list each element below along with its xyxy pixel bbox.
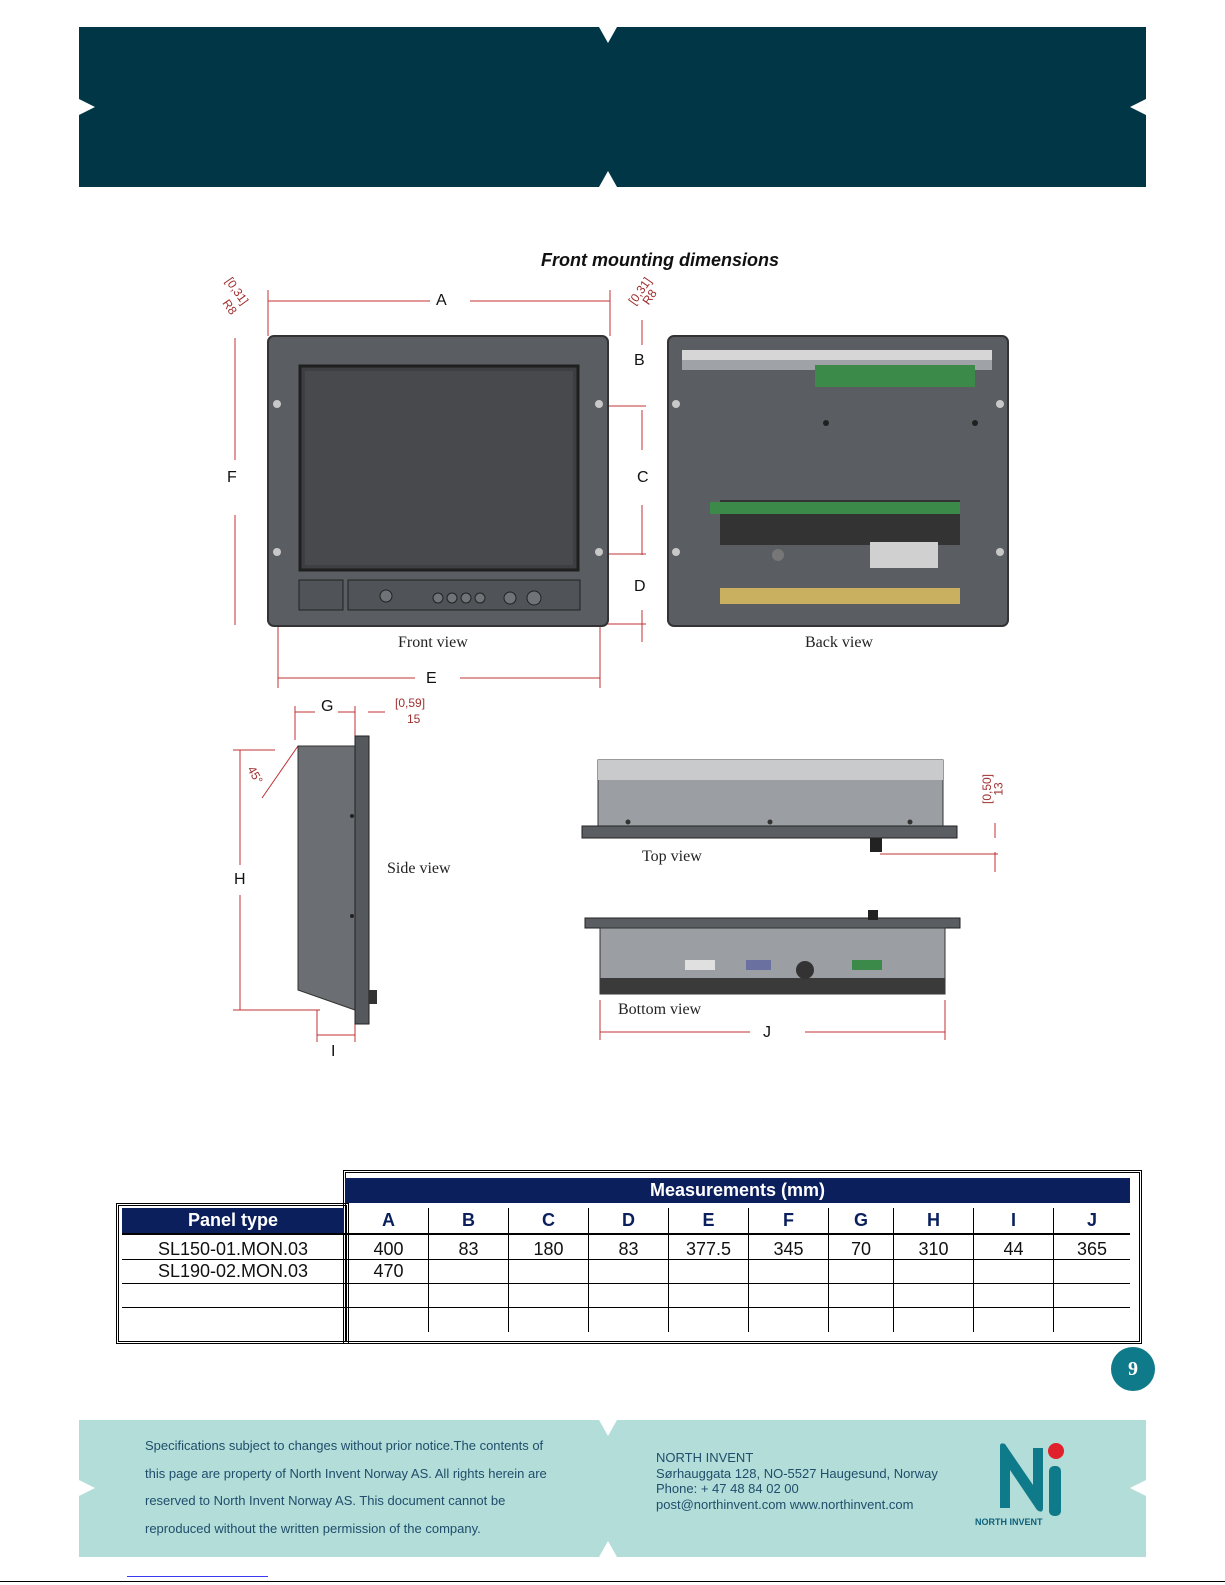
- footer-notice-line: reserved to North Invent Norway AS. This…: [145, 1493, 506, 1508]
- section-title: Front mounting dimensions: [541, 250, 779, 270]
- technical-drawing: A B C D E F G H I J [0,31] R8 [0,31] R8 …: [70, 270, 1155, 1090]
- dimension-b-label: B: [634, 352, 645, 369]
- dimension-c-label: C: [637, 469, 649, 486]
- column-header-i: I: [1010, 1210, 1016, 1230]
- measurements-title: Measurements (mm): [345, 1178, 1130, 1203]
- value-cell: 310: [918, 1239, 949, 1259]
- panel-frame: [116, 1203, 349, 1344]
- dimension-g-label: G: [321, 698, 334, 715]
- front-view-label: Front view: [398, 634, 468, 651]
- contact-address: Sørhauggata 128, NO-5527 Haugesund, Norw…: [656, 1466, 938, 1481]
- back-view-drawing: [667, 335, 1009, 627]
- value-cell: 83: [458, 1239, 479, 1259]
- dimension-d-label: D: [634, 578, 646, 595]
- side-view-label: Side view: [387, 860, 451, 877]
- column-header-b: B: [462, 1210, 475, 1230]
- footer-notice-line: this page are property of North Invent N…: [145, 1466, 547, 1481]
- logo-mark-icon: [1000, 1443, 1064, 1516]
- dimension-i-label: I: [331, 1043, 336, 1060]
- dimension-h-label: H: [234, 871, 246, 888]
- value-cell: 83: [618, 1239, 639, 1259]
- side-view-drawing: [297, 735, 377, 1025]
- table-grid-line: [122, 1259, 1130, 1260]
- top-view-label: Top view: [642, 848, 702, 865]
- contact-phone: Phone: + 47 48 84 02 00: [656, 1481, 799, 1496]
- header-banner: [79, 27, 1146, 187]
- north-invent-logo: [995, 1440, 1075, 1520]
- header-notch-top: [599, 27, 617, 43]
- value-cell: 345: [773, 1239, 804, 1259]
- table-grid-line: [588, 1208, 589, 1332]
- panel-type-header: Panel type: [122, 1208, 344, 1233]
- footer-notch-top: [599, 1420, 617, 1436]
- footer-notch-bottom: [599, 1541, 617, 1557]
- column-header-j: J: [1086, 1210, 1097, 1230]
- bottom-rule: [0, 1581, 1225, 1582]
- table-grid-line: [122, 1307, 1130, 1308]
- value-cell: 470: [373, 1261, 404, 1281]
- value-cell: 180: [533, 1239, 564, 1259]
- footer-notch-left: [79, 1480, 95, 1496]
- value-cell: 400: [373, 1239, 404, 1259]
- front-view-drawing: [267, 335, 609, 627]
- column-header-d: D: [622, 1210, 635, 1230]
- dimension-e-label: E: [426, 670, 437, 687]
- bottom-view-label: Bottom view: [618, 1001, 702, 1018]
- top-view-drawing: [581, 759, 958, 852]
- table-grid-line: [748, 1208, 749, 1332]
- table-grid-line: [122, 1283, 1130, 1284]
- column-header-h: H: [927, 1210, 940, 1230]
- top-offset-mm: 13: [991, 782, 1006, 796]
- column-header-f: F: [783, 1210, 794, 1230]
- dimension-f-label: F: [227, 469, 237, 486]
- measurements-frame: [343, 1170, 1142, 1344]
- column-header-e: E: [702, 1210, 715, 1230]
- footer-banner: [79, 1420, 1146, 1557]
- dimension-a-label: A: [436, 292, 447, 309]
- brand-label: NORTH INVENT: [975, 1517, 1043, 1527]
- table-grid-line: [508, 1208, 509, 1332]
- table-grid-line: [668, 1208, 669, 1332]
- value-cell: 70: [850, 1239, 872, 1259]
- dimension-j-label: J: [763, 1024, 771, 1041]
- side-depth-mm: 15: [407, 712, 421, 726]
- value-cell: 377.5: [685, 1239, 732, 1259]
- table-grid-line: [1053, 1208, 1054, 1332]
- column-header-g: G: [853, 1210, 868, 1230]
- table-grid-line: [122, 1233, 1130, 1235]
- contact-company: NORTH INVENT: [656, 1450, 754, 1465]
- table-grid-line: [428, 1208, 429, 1332]
- header-notch-bottom: [599, 171, 617, 187]
- bottom-view-drawing: [584, 910, 961, 995]
- column-header-c: C: [542, 1210, 555, 1230]
- footer-notch-right: [1130, 1480, 1146, 1496]
- column-header-a: A: [382, 1210, 395, 1230]
- side-depth-inch: [0,59]: [395, 696, 426, 710]
- footer-notice-line: reproduced without the written permissio…: [145, 1521, 481, 1536]
- footer-notice-line: Specifications subject to changes withou…: [145, 1438, 544, 1453]
- value-cell: 365: [1076, 1239, 1108, 1259]
- value-cell: 44: [1003, 1239, 1024, 1259]
- header-notch-left: [79, 99, 95, 115]
- panel-cell: SL190-02.MON.03: [157, 1261, 309, 1281]
- contact-web: post@northinvent.com www.northinvent.com: [656, 1497, 914, 1512]
- table-grid-line: [828, 1208, 829, 1332]
- table-grid-line: [973, 1208, 974, 1332]
- drawing-svg: [233, 290, 1009, 1042]
- link-underline: [127, 1576, 268, 1577]
- header-notch-right: [1130, 99, 1146, 115]
- panel-cell: SL150-01.MON.03: [157, 1239, 309, 1259]
- table-grid-line: [893, 1208, 894, 1332]
- back-view-label: Back view: [805, 634, 873, 651]
- page-number-badge: 9: [1111, 1347, 1155, 1391]
